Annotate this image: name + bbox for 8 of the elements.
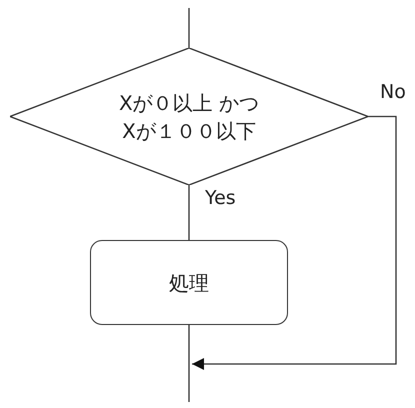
decision-diamond: [10, 48, 368, 185]
process-box: [90, 240, 288, 325]
connector-line: [188, 185, 190, 240]
connector-line: [188, 325, 190, 402]
condition-text: Xが０以上 かつ Xが１００以下: [118, 90, 260, 144]
arrow: [192, 116, 397, 370]
process-label: 処理: [169, 270, 209, 296]
connector-line: [188, 8, 190, 48]
